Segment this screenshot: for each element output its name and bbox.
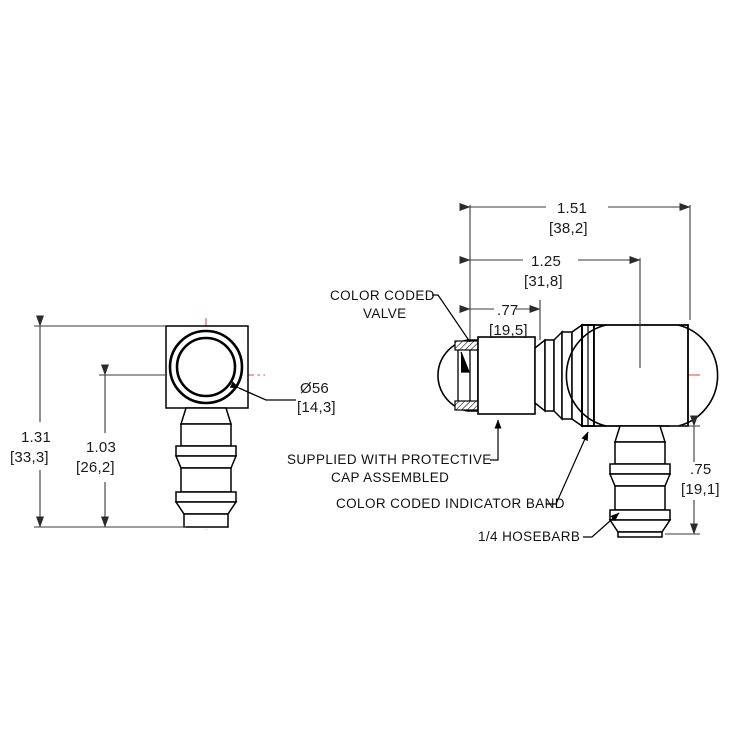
note-valve-line2: VALVE — [363, 306, 407, 321]
note-band: COLOR CODED INDICATOR BAND — [336, 496, 565, 511]
diameter-callout-inch: Ø56 — [300, 380, 329, 397]
dim-side-body-inch: 1.25 — [531, 253, 561, 270]
note-hosebarb: 1/4 HOSEBARB — [478, 529, 580, 544]
note-valve-line1: COLOR CODED — [330, 288, 435, 303]
note-cap-line2: CAP ASSEMBLED — [331, 470, 449, 485]
valve-body — [477, 336, 536, 415]
front-view: Ø56 [14,3] 1.31 [33,3] 1.03 [26,2] — [10, 315, 336, 530]
dim-side-body-mm: [31,8] — [524, 273, 563, 290]
diameter-callout-leader — [229, 381, 296, 401]
front-hosebarb — [174, 407, 238, 528]
annotations: COLOR CODED VALVE SUPPLIED WITH PROTECTI… — [287, 288, 620, 544]
dim-front-overall-mm: [33,3] — [10, 449, 49, 466]
dim-side-barb-height — [665, 415, 700, 535]
note-cap-leader — [490, 419, 502, 461]
side-hosebarb — [608, 425, 672, 538]
note-band-leader — [546, 431, 589, 505]
dim-side-barb-inch: .75 — [690, 461, 711, 478]
valve-internal-detail — [457, 350, 471, 401]
dim-side-barb-mm: [19,1] — [681, 481, 720, 498]
cap-seal-lower — [454, 400, 479, 411]
front-housing-outer-circle — [168, 329, 244, 405]
dim-front-body-inch: 1.03 — [86, 439, 116, 456]
elbow-inner-arc-left — [565, 324, 607, 427]
elbow-body — [593, 324, 689, 427]
note-cap-line1: SUPPLIED WITH PROTECTIVE — [287, 452, 492, 467]
cap-seal-upper — [454, 340, 479, 351]
dim-front-body-mm: [26,2] — [76, 459, 115, 476]
dim-side-valve-inch: .77 — [497, 302, 518, 319]
dim-side-overall-inch: 1.51 — [557, 200, 587, 217]
note-valve-leader — [432, 294, 471, 343]
note-hosebarb-leader — [583, 512, 620, 538]
front-housing-inner-circle — [175, 336, 237, 398]
dim-front-body — [99, 364, 166, 528]
dim-front-overall-inch: 1.31 — [21, 429, 51, 446]
diameter-callout-mm: [14,3] — [297, 399, 336, 416]
dim-front-overall — [34, 315, 186, 528]
dim-side-valve-mm: [19,5] — [489, 322, 528, 339]
dim-side-overall-mm: [38,2] — [549, 220, 588, 237]
side-view: 1.51 [38,2] 1.25 [31,8] .77 [19,5] .75 [… — [437, 200, 720, 538]
